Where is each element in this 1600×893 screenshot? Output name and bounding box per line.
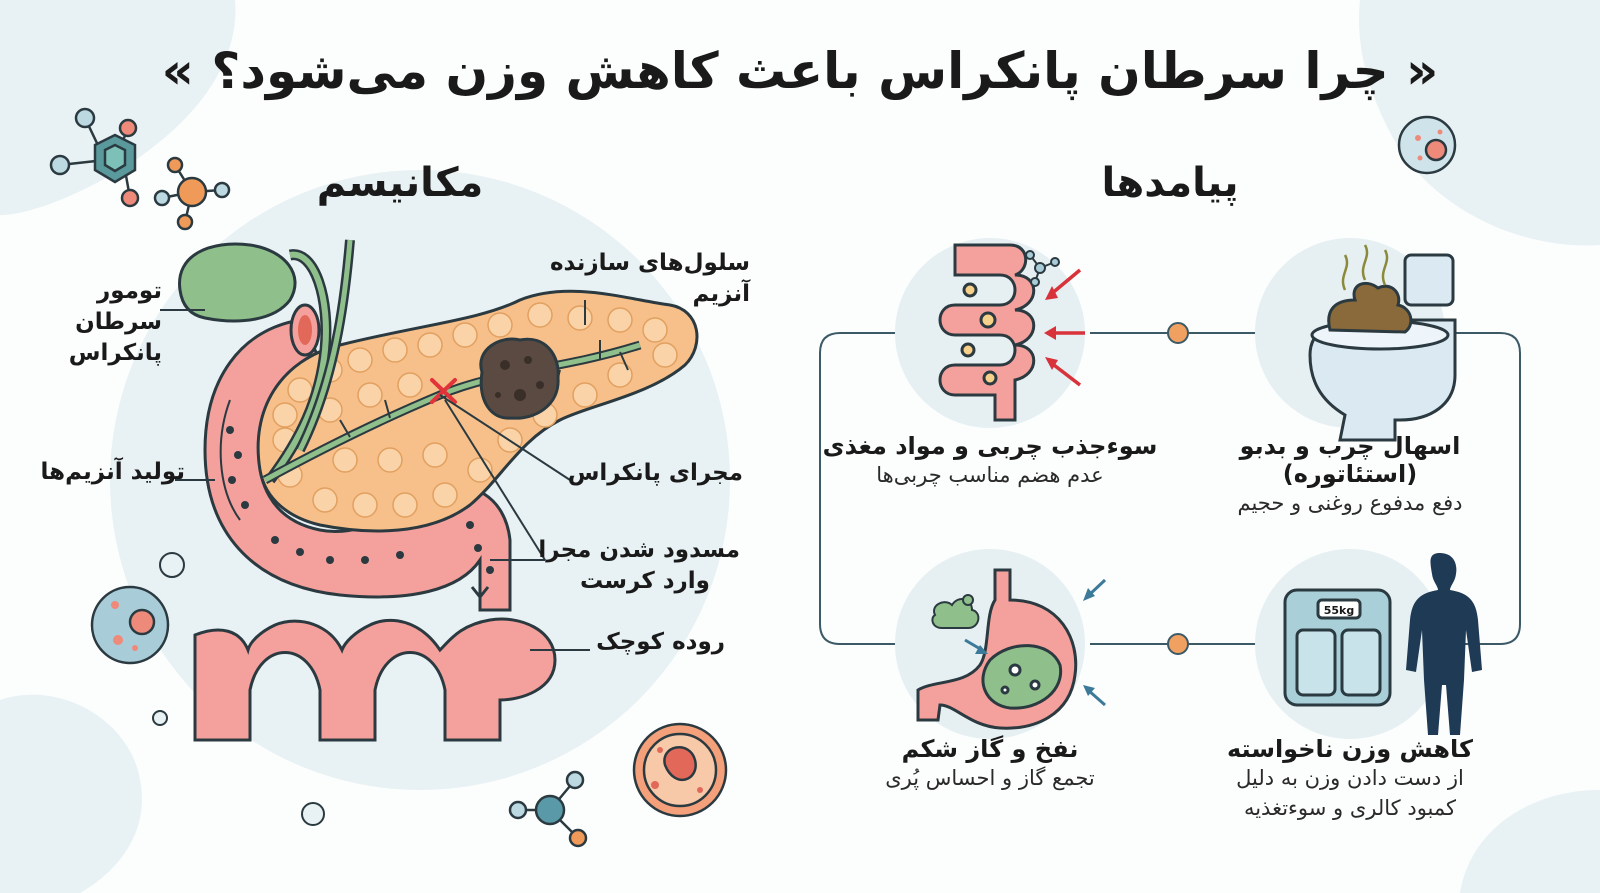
label-tumor-line1: تومور سرطان [75, 278, 162, 336]
scale-icon [1283, 588, 1392, 707]
molecule-small-icon [1025, 250, 1060, 287]
label-blockage-line1: مسدود شدن مجرا [538, 537, 740, 563]
label-enzyme-cells: سلول‌های سازنده آنزیم [549, 250, 750, 308]
leader-lines [160, 300, 590, 651]
molecule-hexagon-icon [49, 107, 140, 208]
consequence-steatorrhea: اسهال چرب و بدبو (استئاتوره) دفع مدفوع ر… [1170, 432, 1530, 518]
bubble [159, 552, 185, 578]
blockage-x-icon [430, 378, 457, 404]
mechanism-heading: مکانیسم [316, 160, 484, 206]
scale-reading: 55kg [1324, 604, 1355, 617]
consequence-subtitle: تجمع گاز و احساس پُری [885, 766, 1095, 790]
corner-blob-bottom-left [0, 694, 142, 893]
molecule-cluster-icon [153, 156, 231, 231]
consequence-title: اسهال چرب و بدبو (استئاتوره) [1239, 432, 1461, 488]
corner-blob-bottom-right [1460, 790, 1600, 893]
connector-node [1167, 322, 1189, 344]
consequence-malabsorption: سوءجذب چربی و مواد مغذی عدم هضم مناسب چر… [810, 432, 1170, 490]
consequence-title: سوءجذب چربی و مواد مغذی [822, 432, 1158, 460]
consequence-subtitle-line2: کمبود کالری و سوءتغذیه [1243, 796, 1457, 821]
toilet-icon [1308, 244, 1457, 442]
label-enzyme-production: تولید آنزیم‌ها [40, 459, 185, 485]
label-blockage-line2: وارد کرست [580, 568, 710, 595]
intestine-icon [938, 243, 1036, 422]
small-intestine [193, 617, 557, 742]
connector-node [1167, 633, 1189, 655]
consequence-subtitle: دفع مدفوع روغنی و حجیم [1237, 491, 1463, 515]
label-blockage: مسدود شدن مجرا وارد کرست [530, 535, 740, 597]
malabsorption-arrows-icon [1044, 268, 1085, 387]
cell-icon-left [90, 585, 170, 665]
consequence-subtitle: از دست دادن وزن به دلیل [1236, 766, 1464, 790]
consequences-heading: پیامدها [1101, 160, 1239, 206]
bubble [152, 710, 168, 726]
consequence-weight-loss: کاهش وزن ناخواسته از دست دادن وزن به دلی… [1170, 735, 1530, 824]
consequence-subtitle: عدم هضم مناسب چربی‌ها [876, 463, 1104, 487]
stomach-icon [916, 568, 1078, 730]
molecule-bottom-icon [508, 770, 588, 848]
page-title: « چرا سرطان پانکراس باعث کاهش وزن می‌شود… [161, 42, 1439, 100]
corner-blob-top-right [1359, 0, 1600, 246]
label-small-intestine: روده کوچک [596, 629, 725, 655]
label-tumor: تومور سرطان پانکراس [10, 276, 162, 369]
consequence-title: کاهش وزن ناخواسته [1226, 735, 1473, 763]
person-silhouette-icon [1406, 553, 1482, 735]
tumor [479, 337, 560, 420]
pressure-arrows-icon [964, 578, 1107, 707]
label-pancreatic-duct: مجرای پانکراس [567, 460, 743, 486]
gallbladder [178, 242, 297, 323]
label-tumor-line2: پانکراس [68, 340, 162, 367]
gas-cloud-icon [931, 594, 980, 629]
consequence-title: نفخ و گاز شکم [901, 735, 1079, 763]
flow-arrow-icon [470, 565, 490, 600]
blood-cell-icon [632, 722, 728, 818]
cell-icon-top-right [1397, 115, 1457, 175]
bubble [301, 802, 325, 826]
consequence-bloating: نفخ و گاز شکم تجمع گاز و احساس پُری [810, 735, 1170, 793]
enzyme-dots [226, 426, 494, 574]
